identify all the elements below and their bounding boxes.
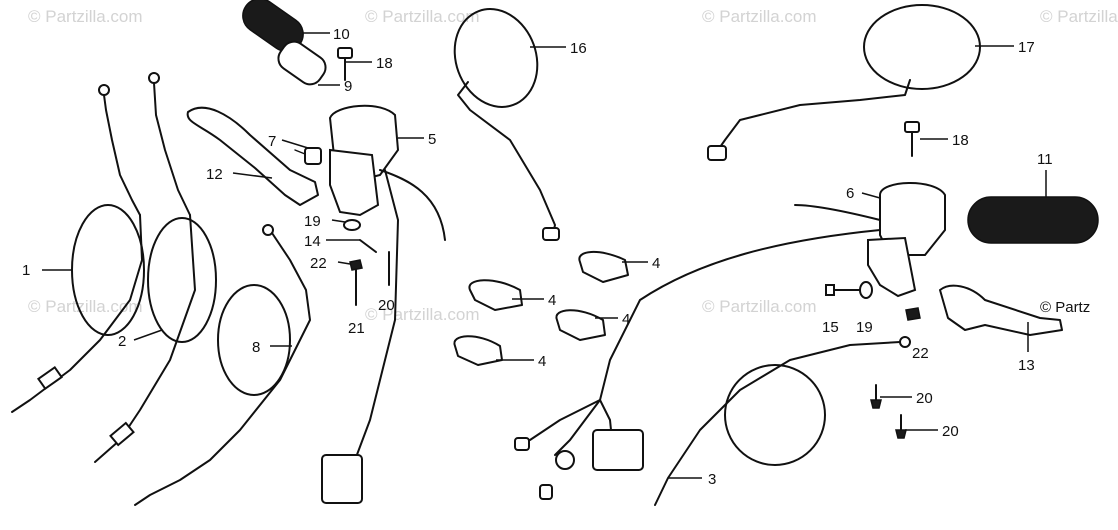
watermark: © Partzilla.com bbox=[365, 305, 480, 324]
callout-18: 18 bbox=[952, 132, 969, 149]
callout-7: 7 bbox=[268, 133, 276, 150]
part-18-bolt bbox=[337, 47, 353, 81]
callout-19: 19 bbox=[304, 213, 321, 230]
part-16-mirror bbox=[453, 8, 560, 241]
callout-4: 4 bbox=[538, 353, 546, 370]
right-hardware bbox=[825, 281, 921, 321]
callout-13: 13 bbox=[1018, 357, 1035, 374]
callouts: 1 2 3 4 4 4 4 5 6 7 8 9 10 11 12 13 14 1… bbox=[22, 26, 1090, 488]
watermark: © Partzilla.com bbox=[1040, 7, 1118, 26]
callout-17: 17 bbox=[1018, 39, 1035, 56]
left-hardware bbox=[343, 219, 390, 306]
callout-4: 4 bbox=[652, 255, 660, 272]
watermark-edge: © Partz bbox=[1040, 299, 1090, 316]
callout-3: 3 bbox=[708, 471, 716, 488]
callout-20: 20 bbox=[916, 390, 933, 407]
callout-1: 1 bbox=[22, 262, 30, 279]
callout-12: 12 bbox=[206, 166, 223, 183]
part-1-cable bbox=[11, 84, 145, 413]
callout-2: 2 bbox=[118, 333, 126, 350]
callout-6: 6 bbox=[846, 185, 854, 202]
part-2-cable bbox=[94, 72, 217, 463]
callout-10: 10 bbox=[333, 26, 350, 43]
callout-14: 14 bbox=[304, 233, 321, 250]
part-4-clamps bbox=[453, 250, 629, 366]
callout-15: 15 bbox=[822, 319, 839, 336]
part-10-grip bbox=[242, 0, 327, 86]
callout-16: 16 bbox=[570, 40, 587, 57]
callout-9: 9 bbox=[344, 78, 352, 95]
watermark: © Partzilla.com bbox=[28, 7, 143, 26]
watermark: © Partzilla.com bbox=[365, 7, 480, 26]
callout-20: 20 bbox=[942, 423, 959, 440]
part-8-cable bbox=[134, 224, 311, 506]
watermark: © Partzilla.com bbox=[702, 7, 817, 26]
callout-8: 8 bbox=[252, 339, 260, 356]
leader-lines bbox=[42, 32, 1047, 479]
part-5-switch-housing bbox=[321, 104, 446, 504]
callout-19: 19 bbox=[856, 319, 873, 336]
callout-22: 22 bbox=[310, 255, 327, 272]
part-11-grip bbox=[967, 196, 1099, 244]
callout-20: 20 bbox=[378, 297, 395, 314]
watermark: © Partzilla.com bbox=[28, 297, 143, 316]
callout-21: 21 bbox=[348, 320, 365, 337]
callout-4: 4 bbox=[548, 292, 556, 309]
part-6-switch-housing bbox=[514, 182, 946, 500]
part-7 bbox=[294, 147, 322, 165]
part-17-mirror bbox=[707, 4, 981, 161]
callout-18: 18 bbox=[376, 55, 393, 72]
callout-11: 11 bbox=[1037, 151, 1053, 168]
callout-4: 4 bbox=[622, 311, 630, 328]
part-3-cable bbox=[654, 336, 911, 506]
watermark: © Partzilla.com bbox=[702, 297, 817, 316]
part-20-screws bbox=[870, 384, 907, 439]
part-13-lever bbox=[939, 284, 1063, 336]
callout-5: 5 bbox=[428, 131, 436, 148]
part-12-lever bbox=[186, 106, 319, 206]
watermarks: © Partzilla.com © Partzilla.com © Partzi… bbox=[28, 7, 1118, 324]
callout-22: 22 bbox=[912, 345, 929, 362]
part-18-bolt-right bbox=[904, 121, 920, 157]
